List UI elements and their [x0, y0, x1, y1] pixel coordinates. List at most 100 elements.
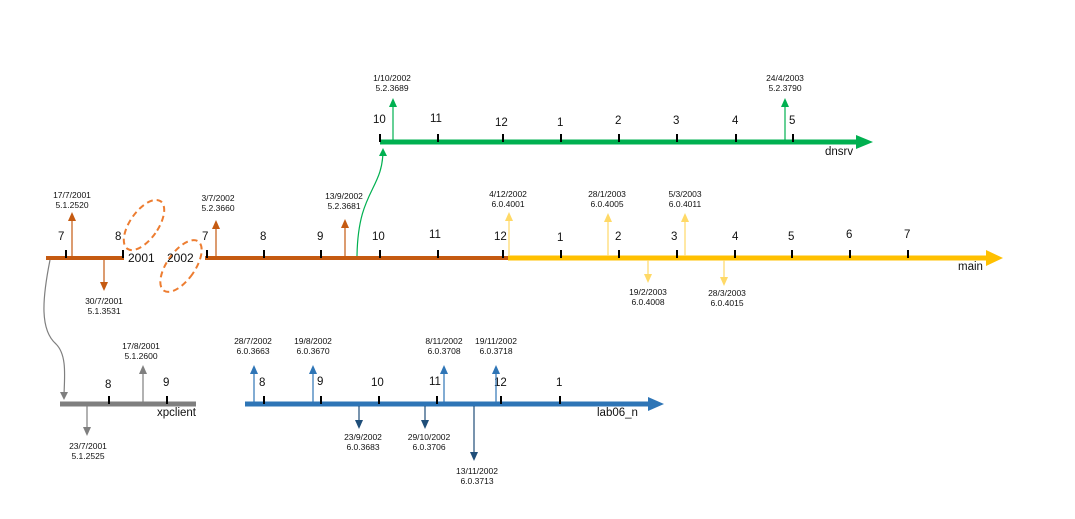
lab06-tick: 8 — [259, 377, 265, 389]
lab06-tick: 9 — [317, 376, 323, 388]
release-date: 13/11/2002 — [456, 466, 498, 476]
release-version: 6.0.3708 — [427, 346, 460, 356]
dnsrv-tick: 3 — [673, 115, 679, 127]
release-marker: 28/3/2003 6.0.4015 — [708, 260, 746, 308]
release-date: 30/7/2001 — [85, 296, 123, 306]
main-tick: 4 — [732, 231, 739, 243]
lab06-tick: 11 — [429, 376, 441, 388]
release-version: 6.0.4005 — [590, 199, 623, 209]
year-2002-label: 2002 — [167, 251, 194, 265]
release-date: 17/7/2001 — [53, 190, 91, 200]
release-marker: 4/12/2002 6.0.4001 — [489, 189, 527, 256]
release-date: 17/8/2001 — [122, 341, 160, 351]
main-tick: 10 — [372, 231, 385, 243]
xpclient-tick: 9 — [163, 377, 169, 389]
release-version: 5.1.2600 — [124, 351, 157, 361]
release-marker: 24/4/2003 5.2.3790 — [766, 73, 804, 140]
main-tick: 11 — [429, 229, 441, 241]
release-marker: 17/7/2001 5.1.2520 — [53, 190, 91, 256]
dnsrv-tick: 12 — [495, 117, 508, 129]
main-tick: 9 — [317, 231, 323, 243]
main-tick: 1 — [557, 232, 563, 244]
xpclient-branch-connector — [43, 259, 69, 400]
release-date: 28/7/2002 — [234, 336, 272, 346]
release-marker: 19/8/2002 6.0.3670 — [294, 336, 332, 402]
release-marker: 17/8/2001 5.1.2600 — [122, 341, 160, 402]
lab06-arrowhead — [648, 397, 664, 411]
release-version: 5.2.3681 — [327, 201, 360, 211]
release-version: 6.0.4011 — [669, 199, 702, 209]
release-marker: 23/9/2002 6.0.3683 — [344, 406, 382, 452]
main-2001-tick-8: 8 — [115, 231, 121, 243]
release-version: 6.0.3718 — [479, 346, 512, 356]
dnsrv-tick: 4 — [732, 115, 739, 127]
release-date: 28/3/2003 — [708, 288, 746, 298]
lab06-tick: 10 — [371, 377, 384, 389]
release-marker: 13/9/2002 5.2.3681 — [325, 191, 363, 256]
xpclient-branch-name: xpclient — [157, 407, 197, 419]
dnsrv-tick: 11 — [430, 113, 442, 125]
year-2001-label: 2001 — [128, 251, 155, 265]
release-version: 5.2.3689 — [375, 83, 408, 93]
xpclient-branch: 8 9 xpclient 17/8/2001 5.1.2600 23/7/200… — [43, 259, 197, 461]
release-date: 3/7/2002 — [201, 193, 234, 203]
dnsrv-branch-name: dnsrv — [825, 146, 853, 158]
release-marker: 5/3/2003 6.0.4011 — [668, 189, 702, 256]
release-marker: 13/11/2002 6.0.3713 — [456, 406, 498, 486]
main-branch-name: main — [958, 261, 983, 273]
lab06-tick: 12 — [494, 377, 507, 389]
release-marker: 28/7/2002 6.0.3663 — [234, 336, 272, 402]
release-version: 6.0.3706 — [412, 442, 445, 452]
dnsrv-branch-connector — [356, 148, 387, 257]
release-date: 19/11/2002 — [475, 336, 517, 346]
main-2001-tick-7: 7 — [58, 231, 64, 243]
lab06-branch: 8 9 10 11 12 1 lab06_n 28/7/2002 6.0.366… — [234, 336, 664, 486]
dnsrv-arrowhead — [856, 135, 873, 149]
release-date: 23/7/2001 — [69, 441, 107, 451]
main-tick: 12 — [494, 231, 507, 243]
release-marker: 29/10/2002 6.0.3706 — [408, 406, 451, 452]
release-version: 5.2.3790 — [768, 83, 801, 93]
main-tick: 6 — [846, 229, 852, 241]
release-version: 6.0.4001 — [491, 199, 524, 209]
main-branch: 2001 2002 7 8 7 8 9 10 11 12 1 2 3 4 5 6… — [46, 189, 1003, 316]
main-tick: 5 — [788, 231, 794, 243]
release-date: 1/10/2002 — [373, 73, 411, 83]
dnsrv-tick: 5 — [789, 115, 795, 127]
release-marker: 8/11/2002 6.0.3708 — [425, 336, 463, 402]
release-date: 13/9/2002 — [325, 191, 363, 201]
release-date: 8/11/2002 — [425, 336, 462, 346]
release-date: 19/8/2002 — [294, 336, 332, 346]
release-version: 6.0.3663 — [236, 346, 269, 356]
main-tick: 7 — [904, 229, 910, 241]
release-marker: 19/2/2003 6.0.4008 — [629, 260, 667, 307]
release-marker: 3/7/2002 5.2.3660 — [201, 193, 235, 256]
release-date: 19/2/2003 — [629, 287, 667, 297]
main-tick: 7 — [202, 231, 208, 243]
main-tick: 3 — [671, 231, 677, 243]
release-version: 6.0.4015 — [710, 298, 743, 308]
release-marker: 1/10/2002 5.2.3689 — [373, 73, 411, 140]
release-version: 5.1.2525 — [71, 451, 104, 461]
dnsrv-branch: 10 11 12 1 2 3 4 5 dnsrv 1/10/2002 5.2.3… — [356, 73, 873, 257]
year-break-ellipse-top — [122, 198, 166, 252]
release-version: 5.1.2520 — [55, 200, 88, 210]
release-marker: 28/1/2003 6.0.4005 — [588, 189, 626, 256]
main-tick: 2 — [615, 231, 621, 243]
dnsrv-tick: 10 — [373, 114, 386, 126]
release-version: 6.0.3683 — [346, 442, 379, 452]
dnsrv-tick: 1 — [557, 117, 563, 129]
release-marker: 19/11/2002 6.0.3718 — [475, 336, 517, 402]
release-date: 5/3/2003 — [668, 189, 701, 199]
release-version: 6.0.3670 — [296, 346, 329, 356]
main-tick: 8 — [260, 231, 266, 243]
release-date: 24/4/2003 — [766, 73, 804, 83]
release-version: 6.0.3713 — [460, 476, 493, 486]
xpclient-tick: 8 — [105, 379, 111, 391]
release-date: 4/12/2002 — [489, 189, 527, 199]
release-version: 5.1.3531 — [87, 306, 120, 316]
release-marker: 23/7/2001 5.1.2525 — [69, 406, 107, 461]
release-version: 5.2.3660 — [201, 203, 234, 213]
release-date: 29/10/2002 — [408, 432, 451, 442]
